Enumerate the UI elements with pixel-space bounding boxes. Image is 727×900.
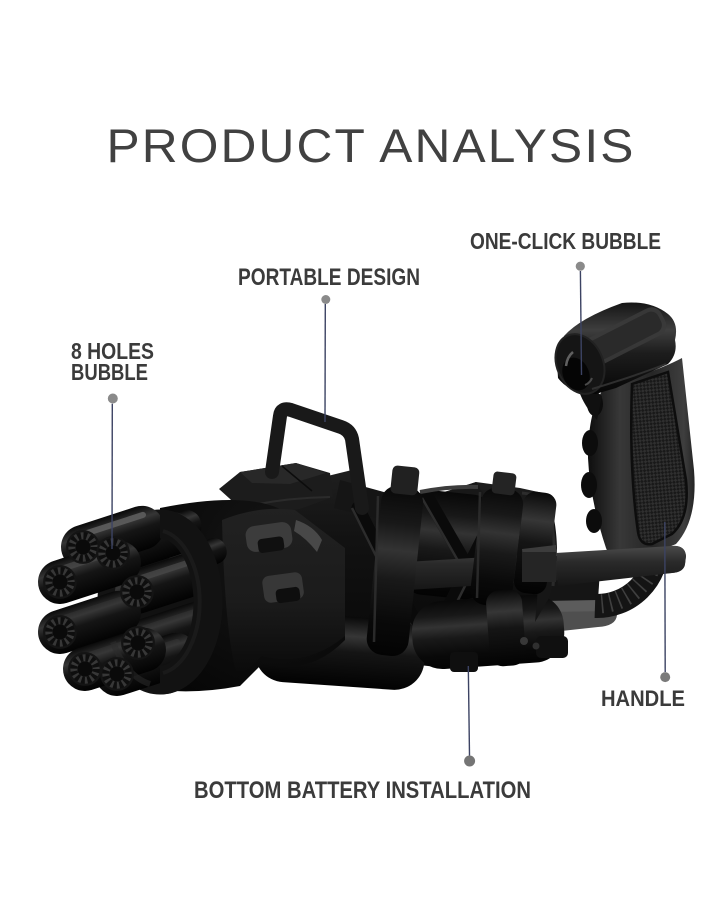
svg-text:BOTTOM BATTERY INSTALLATION: BOTTOM BATTERY INSTALLATION: [194, 777, 531, 804]
svg-text:BUBBLE: BUBBLE: [71, 359, 148, 385]
svg-text:ONE-CLICK BUBBLE: ONE-CLICK BUBBLE: [470, 228, 661, 254]
svg-text:HANDLE: HANDLE: [601, 686, 685, 711]
svg-text:PORTABLE DESIGN: PORTABLE DESIGN: [238, 264, 420, 291]
svg-text:8 HOLES: 8 HOLES: [71, 338, 154, 364]
svg-text:PRODUCT ANALYSIS: PRODUCT ANALYSIS: [107, 119, 636, 172]
